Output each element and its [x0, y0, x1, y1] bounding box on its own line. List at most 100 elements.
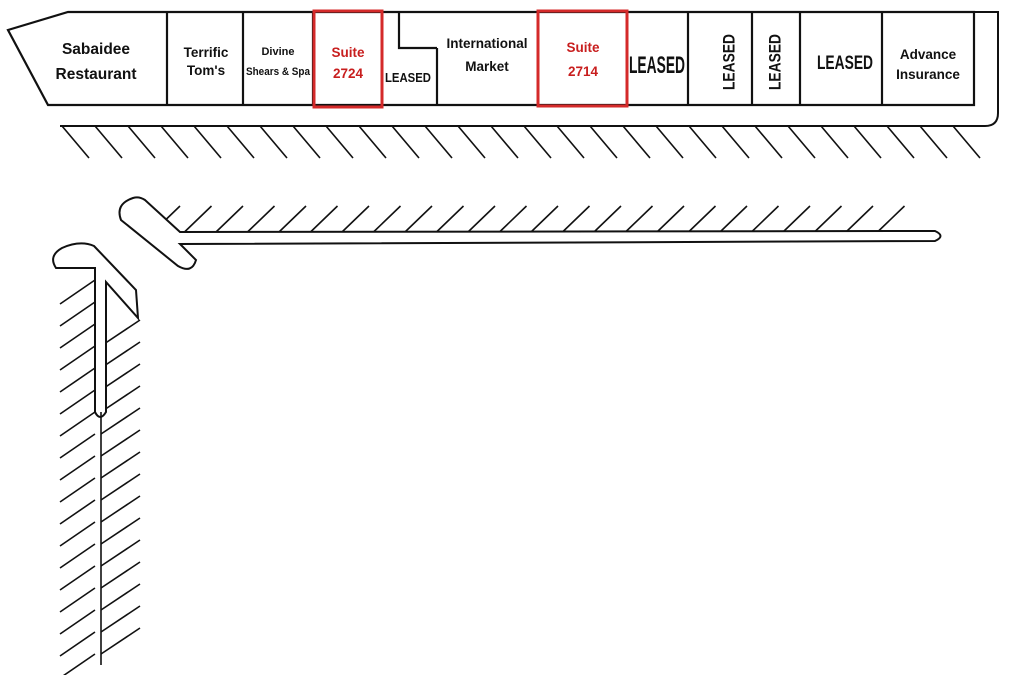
- unit-leased-b: LEASED: [629, 52, 685, 79]
- parking-stall-line: [259, 125, 288, 159]
- parking-stall-line: [886, 125, 915, 159]
- unit-divine-shears-line1: Divine: [261, 46, 294, 58]
- parking-stall-line: [59, 565, 96, 591]
- parking-stall-line: [160, 125, 189, 159]
- parking-stall-line: [100, 429, 141, 457]
- parking-stall-line: [490, 125, 519, 159]
- parking-stall-line: [59, 345, 96, 371]
- parking-stall-line: [183, 205, 213, 233]
- parking-stall-line: [624, 205, 654, 233]
- parking-stall-line: [721, 125, 750, 159]
- parking-stall-line: [100, 363, 141, 391]
- parking-stall-line: [193, 125, 222, 159]
- parking-stall-line: [467, 205, 496, 233]
- parking-stall-line: [341, 205, 370, 233]
- parking-stall-line: [100, 517, 141, 545]
- parking-stall-line: [59, 367, 96, 393]
- unit-divine-shears-line2: Shears & Spa: [246, 66, 311, 78]
- parking-stall-line: [59, 433, 96, 459]
- parking-stall-line: [100, 627, 141, 655]
- parking-stall-line: [62, 653, 96, 675]
- parking-stall-line: [59, 631, 96, 657]
- parking-stall-line: [688, 125, 717, 159]
- parking-stall-line: [358, 125, 387, 159]
- parking-island-middle: [118, 196, 942, 270]
- parking-stall-line: [754, 125, 783, 159]
- parking-stall-line: [59, 301, 96, 327]
- parking-stall-line: [655, 125, 684, 159]
- unit-leased-d: LEASED: [765, 34, 784, 90]
- parking-stall-line: [876, 205, 906, 233]
- parking-stall-line: [372, 205, 402, 233]
- unit-suite-2724-line1: Suite: [331, 45, 364, 60]
- unit-terrific-toms-line2: Tom's: [187, 63, 225, 78]
- parking-stall-line: [59, 389, 96, 415]
- parking-stall-line: [59, 587, 96, 613]
- parking-stall-line: [59, 609, 96, 635]
- parking-stall-line: [215, 205, 244, 233]
- parking-stall-line: [61, 125, 90, 159]
- parking-stall-line: [100, 605, 141, 633]
- parking-stall-line: [100, 561, 141, 589]
- parking-stall-line: [94, 125, 123, 159]
- parking-stall-line: [100, 407, 141, 435]
- parking-stall-line: [100, 495, 141, 523]
- building-strip: Sabaidee Restaurant Terrific Tom's Divin…: [6, 9, 976, 109]
- parking-stall-line: [246, 205, 276, 233]
- parking-stall-line: [100, 341, 141, 369]
- parking-stall-line: [593, 205, 622, 233]
- parking-stall-line: [404, 205, 433, 233]
- parking-stall-line: [309, 205, 339, 233]
- parking-stall-line: [687, 205, 717, 233]
- parking-stall-line: [750, 205, 780, 233]
- parking-stall-line: [561, 205, 591, 233]
- parking-stall-line: [59, 455, 96, 481]
- parking-stall-line: [787, 125, 816, 159]
- parking-stall-line: [292, 125, 321, 159]
- unit-leased-e: LEASED: [817, 53, 873, 74]
- unit-terrific-toms-line1: Terrific: [184, 45, 229, 60]
- parking-stall-line: [556, 125, 585, 159]
- parking-stall-line: [952, 125, 981, 159]
- parking-stall-line: [424, 125, 453, 159]
- unit-international-market-line1: International: [446, 36, 527, 51]
- parking-stall-line: [100, 539, 141, 567]
- parking-stall-line: [523, 125, 552, 159]
- unit-suite-2714-line2: 2714: [568, 64, 599, 79]
- parking-stall-line: [59, 279, 96, 305]
- parking-stall-line: [719, 205, 748, 233]
- unit-sabaidee-line1: Sabaidee: [62, 41, 130, 58]
- parking-stall-line: [853, 125, 882, 159]
- parking-stall-line: [457, 125, 486, 159]
- parking-stall-line: [100, 385, 141, 413]
- suite-2714-highlight: [536, 9, 629, 108]
- parking-stall-line: [59, 323, 96, 349]
- parking-stall-line: [622, 125, 651, 159]
- parking-stall-line: [100, 473, 141, 501]
- parking-stall-line: [59, 411, 96, 437]
- unit-advance-insurance-line2: Insurance: [896, 67, 960, 82]
- unit-leased-c: LEASED: [719, 34, 738, 90]
- sidewalk-top: [60, 11, 999, 127]
- parking-stall-line: [127, 125, 156, 159]
- parking-stall-line: [845, 205, 874, 233]
- parking-stall-line: [226, 125, 255, 159]
- parking-stall-line: [530, 205, 559, 233]
- parking-stall-line: [325, 125, 354, 159]
- parking-stall-line: [589, 125, 618, 159]
- parking-column-left: [59, 279, 141, 675]
- parking-stall-line: [782, 205, 811, 233]
- parking-stall-line: [59, 543, 96, 569]
- parking-stall-line: [100, 319, 141, 347]
- parking-stall-line: [391, 125, 420, 159]
- parking-stall-line: [100, 583, 141, 611]
- unit-suite-2724-line2: 2724: [333, 66, 364, 81]
- unit-suite-2714-line1: Suite: [566, 40, 599, 55]
- suite-2724-highlight: [312, 9, 384, 109]
- parking-stall-line: [278, 205, 307, 233]
- parking-stall-line: [435, 205, 465, 233]
- unit-leased-a: LEASED: [385, 70, 431, 85]
- parking-stall-line: [498, 205, 528, 233]
- unit-international-market-line2: Market: [465, 59, 509, 74]
